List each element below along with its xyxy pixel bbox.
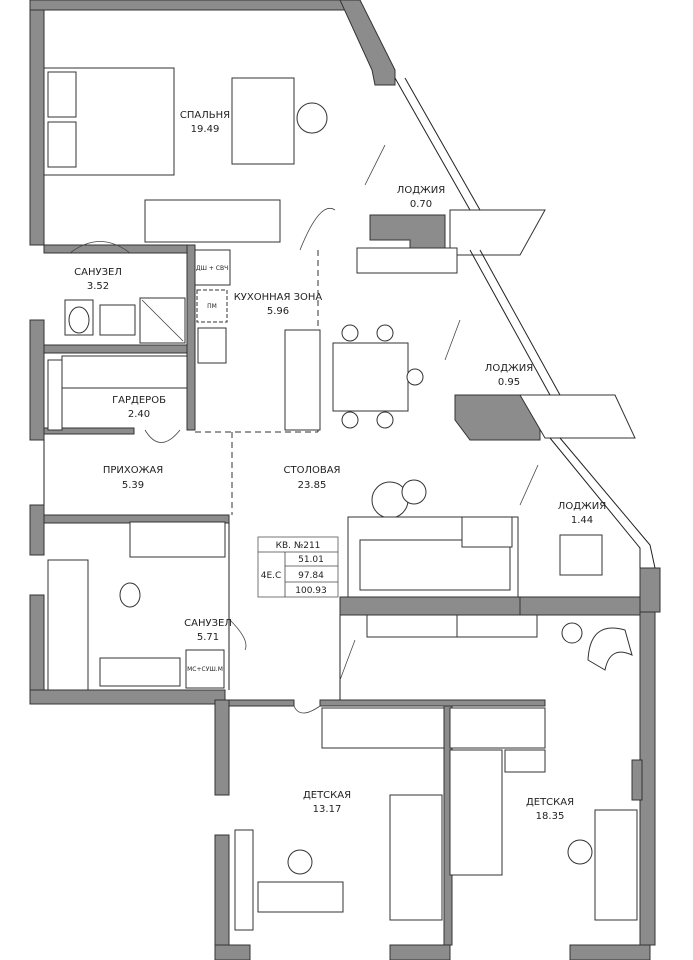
- appliance-label: ПМ: [207, 303, 217, 310]
- room-name: ЛОДЖИЯ: [397, 185, 445, 196]
- room-area: 0.95: [498, 377, 520, 388]
- room-name: ЛОДЖИЯ: [558, 501, 606, 512]
- room-name: КУХОННАЯ ЗОНА: [234, 292, 323, 303]
- room-area: 1.44: [571, 515, 593, 526]
- room-area: 19.49: [191, 124, 220, 135]
- apartment-type: 4Е.С: [261, 571, 282, 581]
- room-area: 0.70: [410, 199, 432, 210]
- room-name: САНУЗЕЛ: [74, 267, 122, 278]
- room-name: ДЕТСКАЯ: [526, 797, 574, 808]
- wardrobe-2: [321, 707, 445, 749]
- appliance-label: ДШ + СВЧ: [196, 265, 228, 272]
- walls: [29, 0, 661, 960]
- wardrobe: [144, 199, 281, 243]
- room-name: ЛОДЖИЯ: [485, 363, 533, 374]
- partitions: [43, 144, 539, 714]
- room-area: 13.17: [313, 804, 342, 815]
- bed: [449, 749, 503, 876]
- total-area-with-loggias: 100.93: [295, 586, 327, 596]
- room-name: СТОЛОВАЯ: [283, 465, 340, 476]
- room-area: 5.39: [122, 480, 144, 491]
- apartment-info-box: КВ. №211 4Е.С 51.01 97.84 100.93: [257, 536, 339, 598]
- room-name: САНУЗЕЛ: [184, 618, 232, 629]
- room-name: ПРИХОЖАЯ: [103, 465, 163, 476]
- room-name: ДЕТСКАЯ: [303, 790, 351, 801]
- room-area: 23.85: [298, 480, 327, 491]
- room-area: 5.96: [267, 306, 289, 317]
- living-area: 51.01: [298, 555, 324, 565]
- loggia-glazing: [394, 77, 656, 569]
- room-labels: СПАЛЬНЯ 19.49 ЛОДЖИЯ 0.70 САНУЗЕЛ 3.52 К…: [74, 110, 606, 822]
- room-name: СПАЛЬНЯ: [180, 110, 230, 121]
- bathtub: [47, 559, 89, 691]
- room-name: ГАРДЕРОБ: [112, 395, 166, 406]
- furniture: [43, 67, 638, 931]
- room-area: 18.35: [536, 811, 565, 822]
- room-area: 5.71: [197, 632, 219, 643]
- room-area: 3.52: [87, 281, 109, 292]
- total-area: 97.84: [298, 571, 324, 581]
- apartment-number: КВ. №211: [276, 541, 321, 551]
- dining-table: [332, 342, 409, 412]
- appliance-label: МС+СУШ.М: [187, 666, 223, 673]
- room-area: 2.40: [128, 409, 150, 420]
- bed-2: [389, 794, 443, 921]
- desk: [231, 77, 295, 165]
